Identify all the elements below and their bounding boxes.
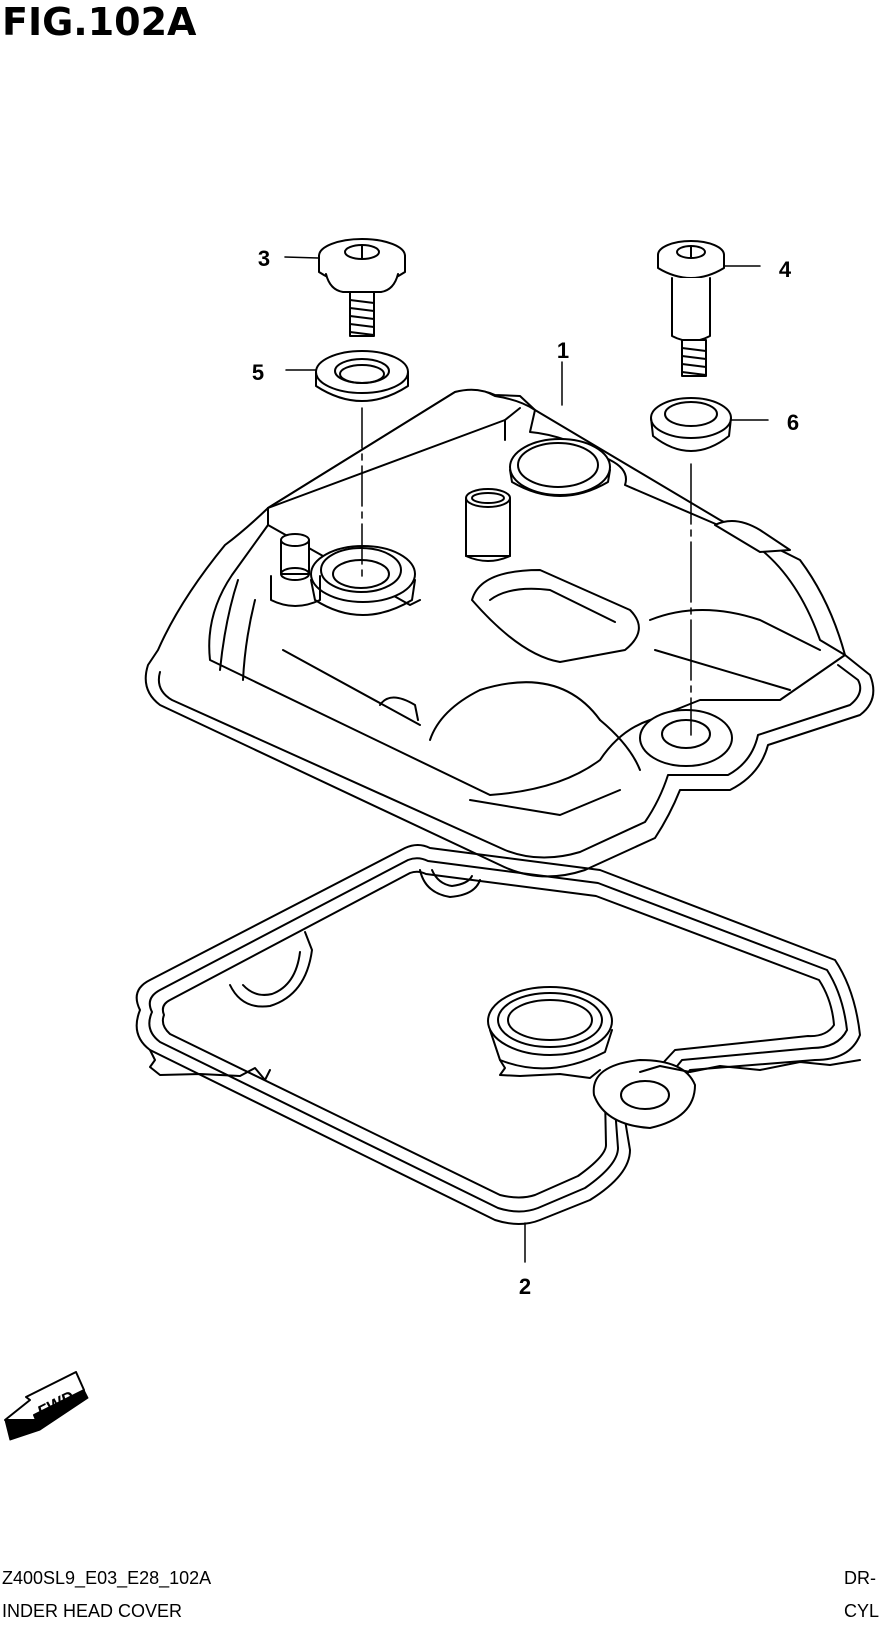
bolt-part-4[interactable] — [658, 241, 724, 376]
callout-3: 3 — [258, 246, 270, 271]
washer-part-5[interactable] — [316, 351, 408, 401]
footer-right-top: DR- — [844, 1568, 876, 1588]
footer-right-bottom: CYL — [844, 1601, 879, 1621]
callout-2: 2 — [519, 1274, 531, 1299]
figure-title: FIG.102A — [2, 0, 197, 44]
leader-lines — [284, 256, 769, 1263]
callout-labels: 1 2 3 4 5 6 — [252, 246, 799, 1299]
grommet-part-6[interactable] — [651, 398, 731, 451]
callout-4: 4 — [779, 257, 792, 282]
bolt-part-3[interactable] — [319, 239, 405, 336]
fwd-arrow-icon: FWD — [4, 1371, 89, 1441]
footer-name: INDER HEAD COVER — [2, 1601, 183, 1621]
cylinder-head-cover-part-1[interactable] — [146, 390, 874, 877]
footer-code: Z400SL9_E03_E28_102A — [2, 1568, 212, 1588]
gasket-part-2[interactable] — [137, 845, 860, 1224]
callout-6: 6 — [787, 410, 799, 435]
callout-1: 1 — [557, 338, 569, 363]
callout-5: 5 — [252, 360, 264, 385]
